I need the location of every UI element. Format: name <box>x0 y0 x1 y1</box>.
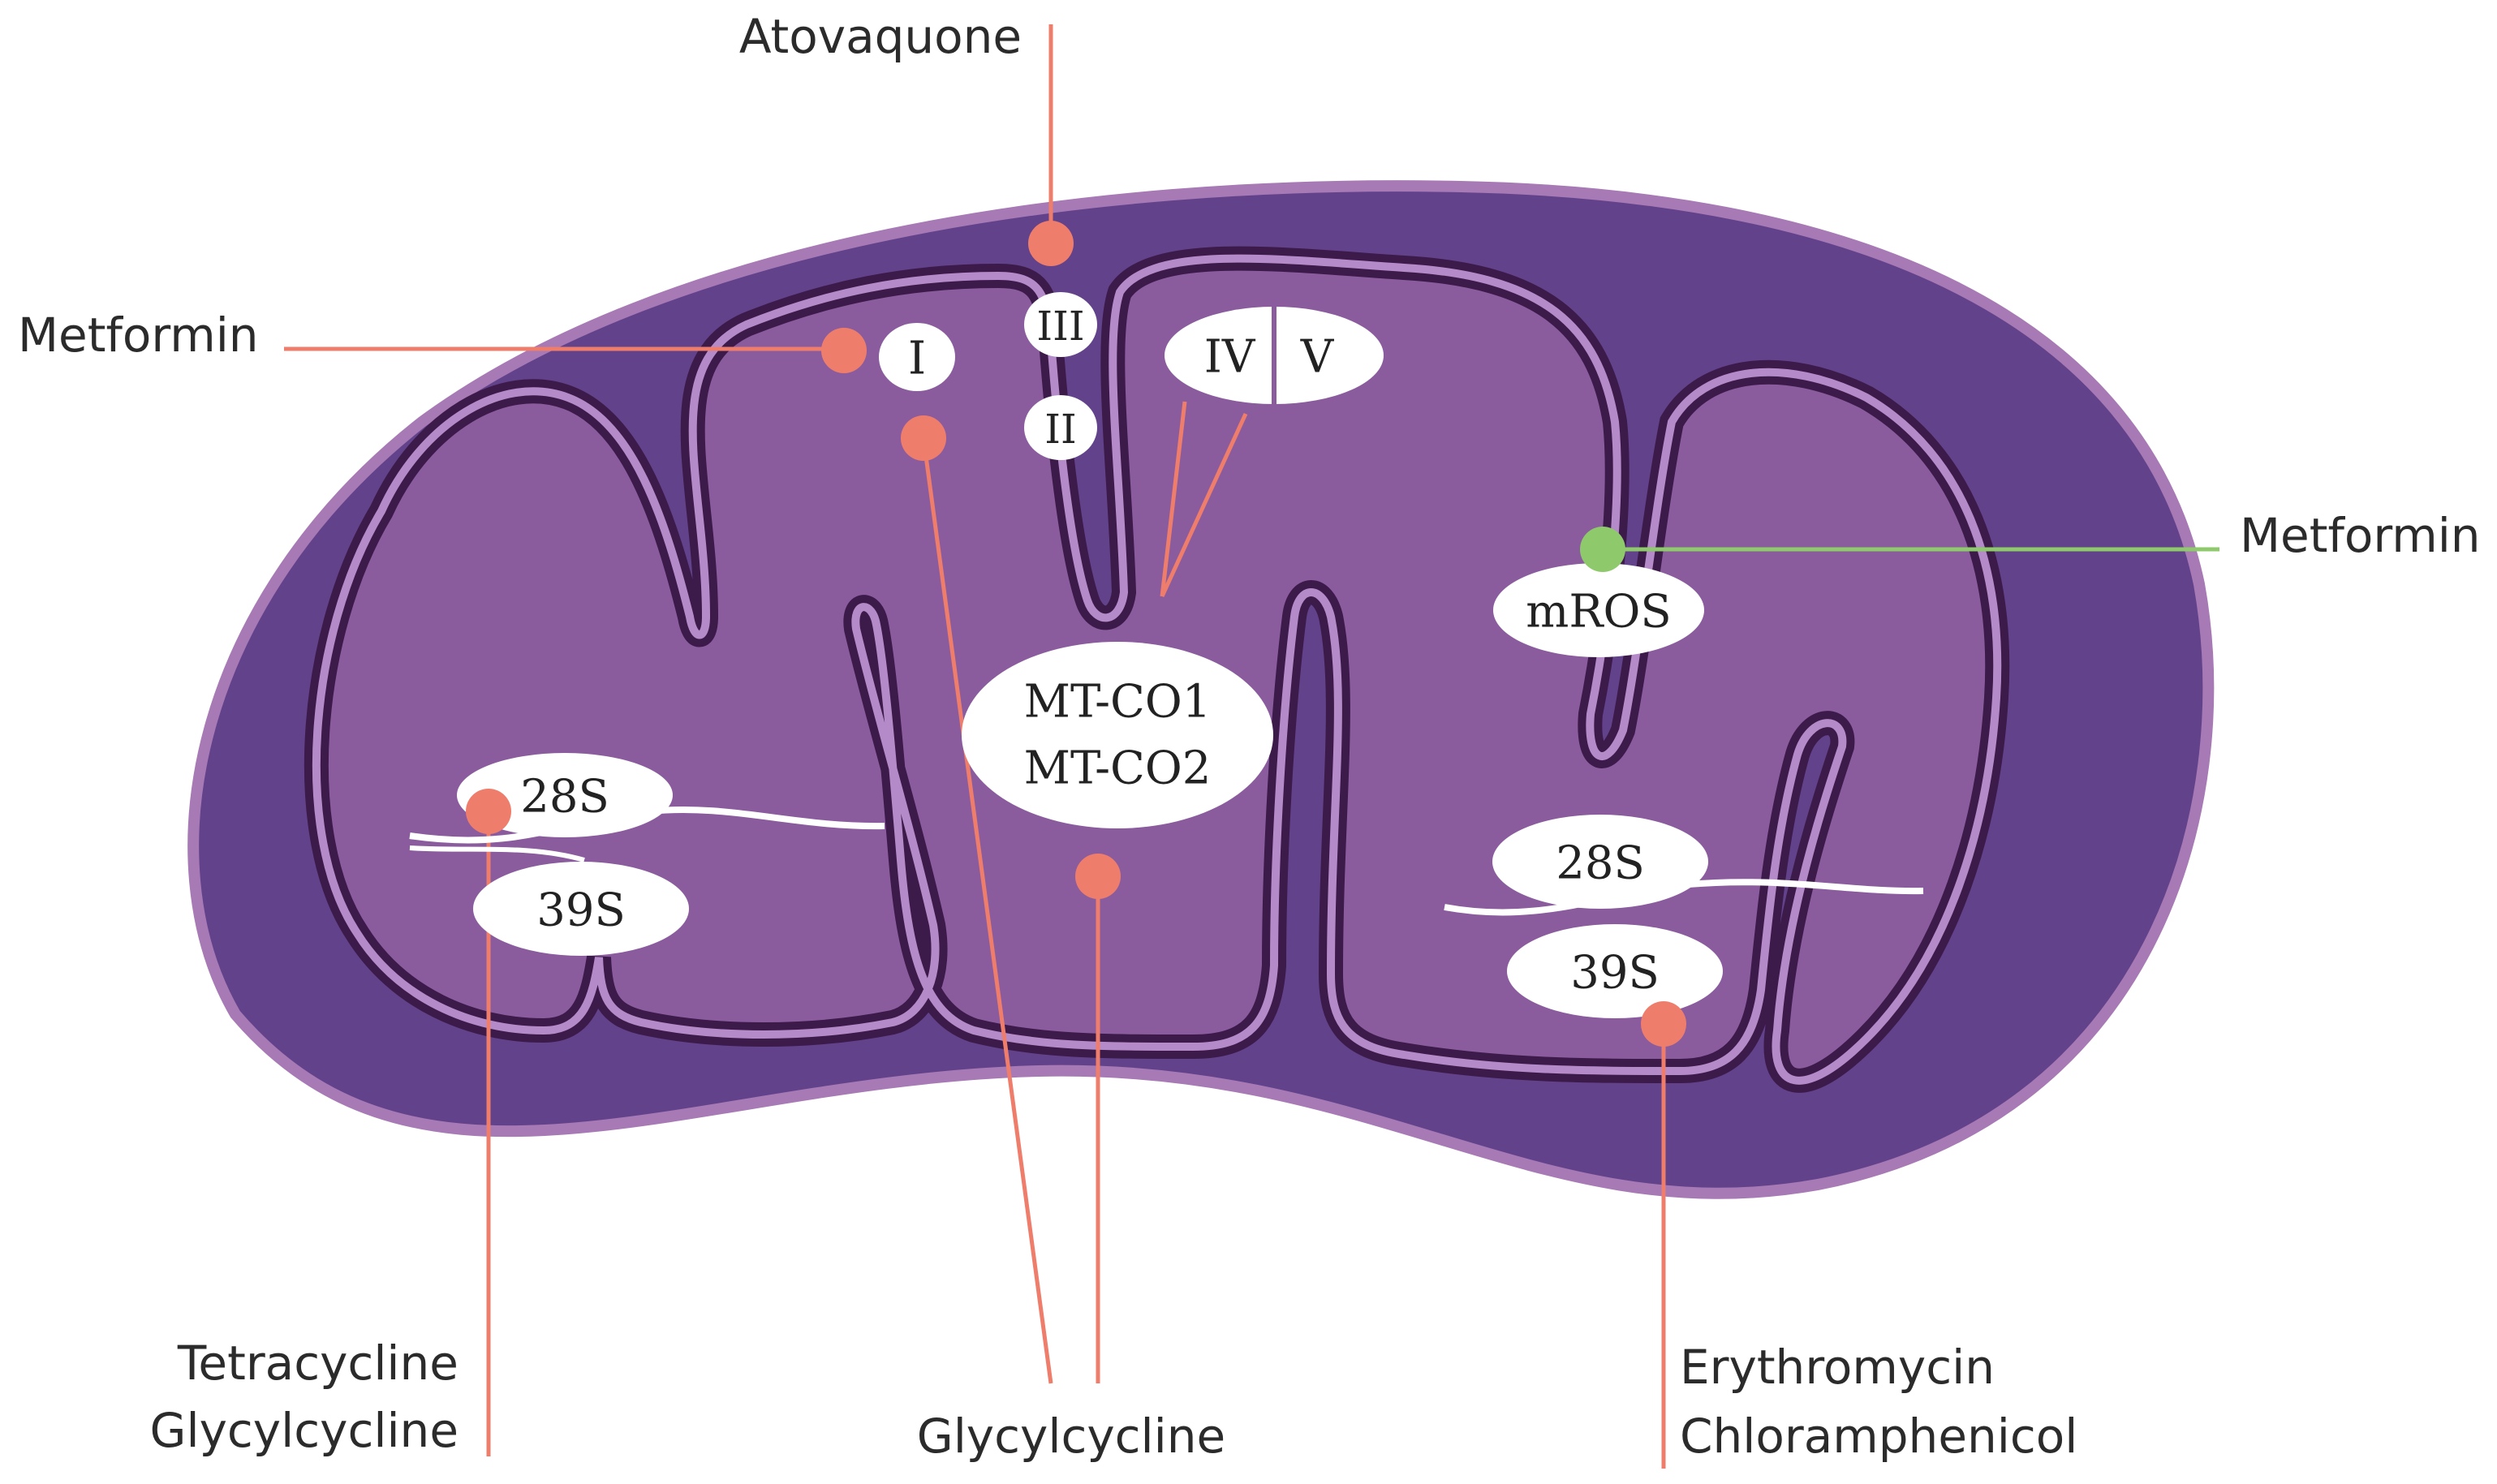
tetracycline-label: Tetracycline <box>177 1336 459 1391</box>
erythromycin-label: Erythromycin <box>1680 1340 1995 1395</box>
mros: mROS <box>1493 563 1704 657</box>
metformin-left-label: Metformin <box>18 308 259 363</box>
ribosome-right-28s-label: 28S <box>1556 837 1645 890</box>
ribosome-left-28s-bubble <box>457 753 673 837</box>
ribosome-left: 28S 39S <box>457 753 689 956</box>
chloramphenicol-label: Chloramphenicol <box>1680 1409 2077 1464</box>
ribosome-left-39s-bubble <box>473 862 689 956</box>
mros-label: mROS <box>1526 586 1672 639</box>
complex-II: II <box>1024 395 1097 460</box>
glycylcycline-mtco-marker <box>1075 854 1121 899</box>
complex-II-label: II <box>1044 406 1077 453</box>
complex-III-bubble <box>1024 292 1097 357</box>
mtco1-label: MT-CO1 <box>1024 676 1212 729</box>
metformin-left-marker <box>821 328 867 373</box>
complex-III-label: III <box>1036 303 1084 350</box>
glycylcycline-left-label: Glycylcycline <box>150 1403 459 1458</box>
ribosome-right-39s-label: 39S <box>1570 947 1660 1000</box>
glycylcycline-complex-marker <box>901 415 946 461</box>
mtco-genes: MT-CO1 MT-CO2 <box>962 642 1273 828</box>
ribosome-right-28s-bubble <box>1492 815 1708 909</box>
inhibitor-markers <box>466 221 1686 1047</box>
mrna-strand-left-2 <box>409 845 585 862</box>
mros-bubble <box>1493 563 1704 657</box>
complex-V-to-mtco-line <box>1160 412 1248 598</box>
glycylcycline-to-complex-I-line <box>921 437 1053 1384</box>
complex-I: I <box>879 323 955 391</box>
complex-IV-to-mtco-line <box>1160 401 1187 597</box>
complex-III: III <box>1024 292 1097 357</box>
complex-I-bubble <box>879 323 955 391</box>
complex-II-bubble <box>1024 395 1097 460</box>
atovaquone-label: Atovaquone <box>739 9 1022 64</box>
complex-IV-V: IV V <box>1165 307 1384 404</box>
mtco2-label: MT-CO2 <box>1024 742 1212 795</box>
atovaquone-marker <box>1028 221 1074 266</box>
erythromycin-marker <box>1641 1001 1686 1047</box>
mtco-bubble <box>962 642 1273 828</box>
metformin-right-label: Metformin <box>2240 508 2481 563</box>
inner-membrane-highlight <box>312 254 2002 1085</box>
ribosome-right: 28S 39S <box>1492 815 1723 1018</box>
ribosome-right-39s-bubble <box>1507 924 1723 1018</box>
metformin-right-marker <box>1580 527 1625 572</box>
glycylcycline-center-label: Glycylcycline <box>917 1409 1225 1464</box>
ribosome-left-28s-label: 28S <box>520 771 609 824</box>
complex-V-label: V <box>1300 331 1335 384</box>
leader-lines <box>284 24 1666 1469</box>
complex-I-label: I <box>908 333 926 385</box>
complex-IV-label: IV <box>1204 331 1256 384</box>
ribosome-left-39s-label: 39S <box>536 884 626 937</box>
tetracycline-marker <box>466 789 511 834</box>
